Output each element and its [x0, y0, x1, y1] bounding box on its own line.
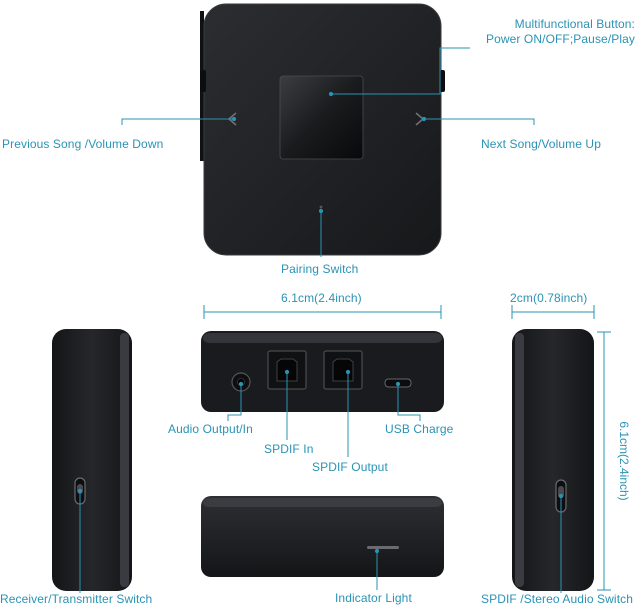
- receiver-transmitter-label: Receiver/Transmitter Switch: [0, 592, 153, 606]
- multifunction-button[interactable]: [279, 75, 364, 160]
- multifunction-callout-line: [331, 47, 470, 95]
- front-top-edge: [203, 498, 442, 507]
- width-dimension-line: [203, 305, 442, 319]
- right-side-slot: [440, 70, 445, 92]
- left-side-edge: [120, 333, 129, 587]
- left-callout-lines: [77, 488, 83, 593]
- left-side-slot: [200, 70, 206, 92]
- left-side-body: [52, 329, 132, 591]
- back-top-edge: [203, 333, 442, 343]
- back-callout-lines: [227, 369, 421, 457]
- left-side-device: [52, 329, 132, 591]
- back-view-device: [201, 331, 444, 412]
- audio-callout-line: [227, 384, 242, 421]
- previous-song-label: Previous Song /Volume Down: [2, 137, 164, 151]
- spdif-stereo-switch-label: SPDIF /Stereo Audio Switch: [481, 592, 634, 606]
- multifunction-label-line-2: Power ON/OFF;Pause/Play: [485, 32, 635, 46]
- indicator-light-label: Indicator Light: [335, 591, 412, 605]
- pairing-switch-label: Pairing Switch: [281, 262, 359, 276]
- usb-charge-label: USB Charge: [385, 422, 454, 436]
- multifunction-label-line-1: Multifunctional Button:: [514, 17, 635, 31]
- multifunction-button-label: Multifunctional Button: Power ON/OFF;Pau…: [440, 17, 635, 47]
- spdif-output-label: SPDIF Output: [312, 460, 388, 474]
- thickness-dimension-label: 2cm(0.78inch): [510, 291, 588, 305]
- indicator-light: [367, 546, 399, 549]
- right-side-device: [512, 329, 594, 591]
- pairing-pinhole[interactable]: [319, 205, 323, 209]
- usb-callout-line: [397, 384, 421, 421]
- previous-callout-line: [121, 118, 234, 125]
- top-callout-lines: [121, 47, 535, 257]
- audio-output-label: Audio Output/In: [168, 422, 253, 436]
- front-device-body: [201, 496, 444, 577]
- top-view-device: [200, 3, 445, 256]
- next-song-label: Next Song/Volume Up: [481, 137, 601, 151]
- thickness-dimension-line: [511, 305, 595, 319]
- height-dimension-line: [597, 331, 611, 591]
- spdif-in-label: SPDIF In: [264, 442, 314, 456]
- right-callout-lines: [558, 493, 564, 593]
- next-callout-line: [424, 118, 535, 125]
- front-callout-lines: [374, 548, 380, 590]
- right-side-body: [512, 329, 594, 591]
- height-dimension-label: 6.1cm(2.4inch): [617, 421, 631, 500]
- width-dimension-label: 6.1cm(2.4inch): [281, 291, 362, 305]
- front-view-device: [201, 496, 444, 577]
- back-device-body: [201, 331, 444, 412]
- right-side-edge: [515, 333, 524, 587]
